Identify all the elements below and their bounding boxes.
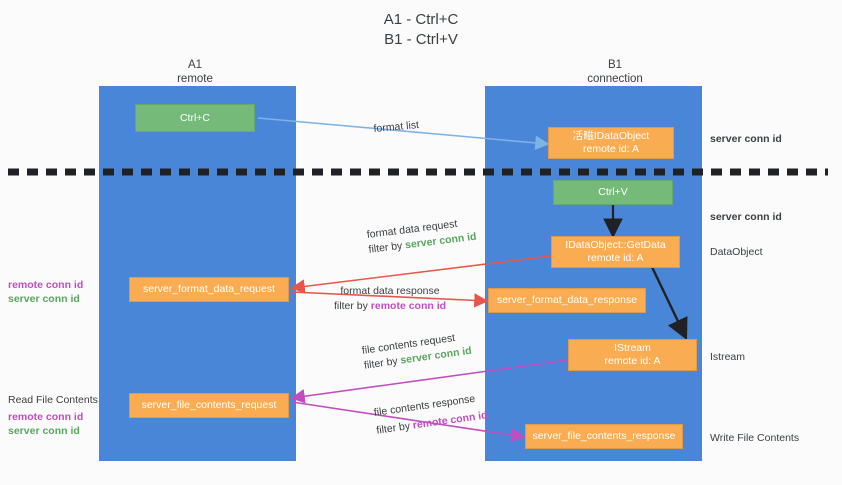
node-ctrl-v-label: Ctrl+V <box>598 186 628 198</box>
note-remote-conn-id-1: remote conn id <box>8 279 84 291</box>
edge-label-file-contents-response: file contents response filter by remote … <box>373 390 489 438</box>
node-istream-sub: remote id: A <box>604 355 661 367</box>
node-ole-idataobject-label: 㓉㽧IDataObject <box>572 130 650 142</box>
title-line-2: B1 - Ctrl+V <box>384 31 458 48</box>
node-server-file-contents-response[interactable]: server_file_contents_response <box>525 424 683 449</box>
diagram-title: A1 - Ctrl+C B1 - Ctrl+V <box>0 10 842 50</box>
node-ctrl-c-label: Ctrl+C <box>179 111 211 124</box>
edge-label-format-data-response-filter: filter by remote conn id <box>334 299 446 314</box>
note-read-file-contents-block: Read File Contents remote conn id server… <box>8 393 98 438</box>
node-server-file-contents-request[interactable]: server_file_contents_request <box>129 393 289 418</box>
note-istream: Istream <box>710 350 745 364</box>
filter-prefix: filter by <box>363 354 402 372</box>
column-header-b1: B1 connection <box>535 58 695 86</box>
node-server-format-data-request[interactable]: server_format_data_request <box>129 277 289 302</box>
note-server-conn-id-2: server conn id <box>8 425 80 437</box>
note-conn-ids-upper: remote conn id server conn id <box>8 278 83 306</box>
edge-label-format-data-request: format data request filter by server con… <box>366 215 477 258</box>
edge-label-file-contents-request: file contents request filter by server c… <box>361 329 473 374</box>
node-istream-label: IStream <box>614 342 651 354</box>
node-getdata-label: IDataObject::GetData <box>565 239 666 251</box>
filter-prefix: filter by <box>367 239 406 256</box>
column-header-a1-name: A1 <box>187 59 203 71</box>
note-write-file-contents: Write File Contents <box>710 431 799 445</box>
node-istream[interactable]: IStream remote id: A <box>568 339 697 371</box>
node-server-format-data-response[interactable]: server_format_data_response <box>488 288 646 313</box>
note-dataobject: DataObject <box>710 245 763 259</box>
filter-key-remote-conn-id: remote conn id <box>370 300 447 312</box>
note-remote-conn-id-2: remote conn id <box>8 411 84 423</box>
title-line-1: A1 - Ctrl+C <box>383 11 459 28</box>
note-write-file-contents-text: Write File Contents <box>710 432 800 444</box>
node-server-format-data-request-label: server_format_data_request <box>143 283 275 295</box>
note-server-conn-id-top: server conn id <box>710 132 782 146</box>
note-server-conn-id-mid-text: server conn id <box>710 211 782 223</box>
column-header-b1-name: B1 <box>607 59 623 71</box>
note-server-conn-id-mid: server conn id <box>710 210 782 224</box>
column-header-a1-sub: remote <box>177 73 213 85</box>
node-ole-idataobject[interactable]: 㓉㽧IDataObject remote id: A <box>548 127 674 159</box>
node-ctrl-c[interactable]: Ctrl+C <box>135 104 255 132</box>
column-header-a1: A1 remote <box>130 58 260 86</box>
note-server-conn-id-1: server conn id <box>8 293 80 305</box>
edge-label-format-data-response-text: format data response <box>340 285 440 297</box>
node-server-format-data-response-label: server_format_data_response <box>496 294 638 306</box>
filter-prefix: filter by <box>334 300 371 312</box>
edge-label-format-list-text: format list <box>373 119 420 135</box>
filter-prefix: filter by <box>375 419 414 437</box>
edge-label-format-list: format list <box>373 118 420 137</box>
node-getdata[interactable]: IDataObject::GetData remote id: A <box>551 236 680 268</box>
note-read-file-contents: Read File Contents <box>8 394 98 406</box>
node-ctrl-v[interactable]: Ctrl+V <box>553 180 673 205</box>
node-server-file-contents-request-label: server_file_contents_request <box>141 399 277 411</box>
note-dataobject-text: DataObject <box>710 246 763 258</box>
column-header-b1-sub: connection <box>587 73 643 85</box>
node-getdata-sub: remote id: A <box>587 252 644 264</box>
note-server-conn-id-top-text: server conn id <box>710 133 782 145</box>
node-ole-idataobject-sub: remote id: A <box>582 143 640 155</box>
node-server-file-contents-response-label: server_file_contents_response <box>532 430 676 442</box>
edge-label-format-data-response: format data response filter by remote co… <box>334 284 446 314</box>
note-istream-text: Istream <box>710 351 746 363</box>
